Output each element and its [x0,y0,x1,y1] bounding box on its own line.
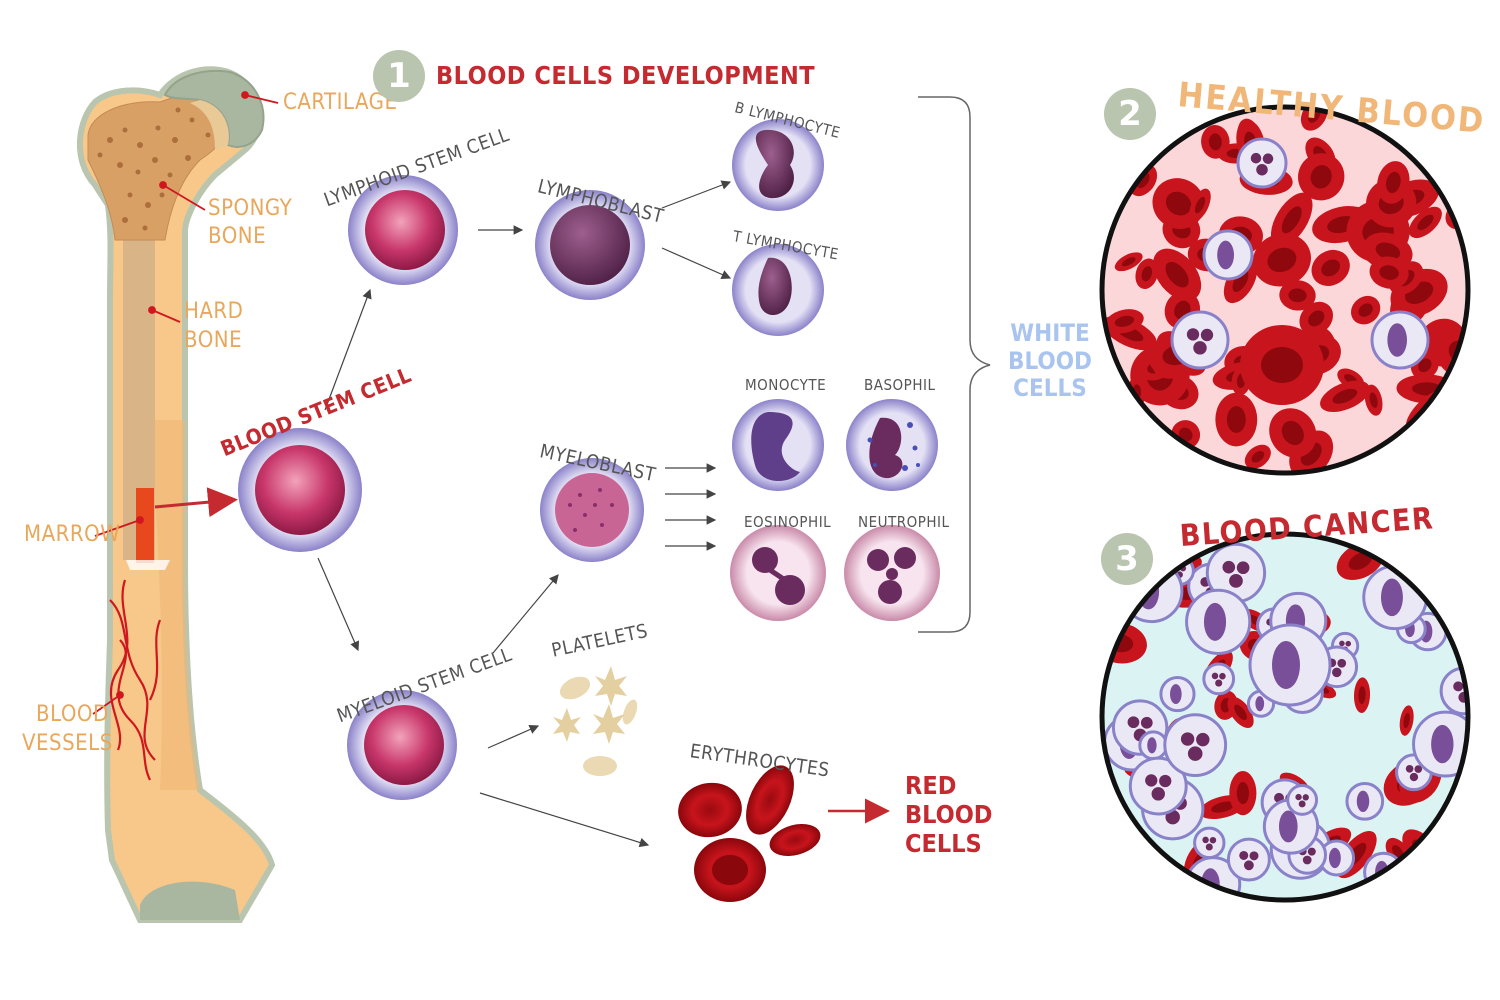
femur-bone [77,66,276,923]
cancer-white-cell [1286,784,1319,816]
cancer-white-cell [1138,730,1169,761]
healthy-red-cell [1135,258,1159,289]
label-spongy-bone-line2: BONE [208,224,267,249]
label-red-blood-cells-line1: RED [905,771,957,800]
healthy-red-cell [1350,295,1381,325]
healthy-red-cell [1240,325,1324,405]
label-basophil: BASOPHIL [864,376,936,394]
b-lymphocyte-cell [732,119,824,211]
cancer-white-cell [1226,837,1271,882]
cancer-white-cell [1345,781,1385,821]
healthy-white-cell [1370,310,1430,370]
healthy-red-cell [1299,301,1334,336]
neutrophil-cell [844,525,940,621]
cancer-white-cell [1159,675,1196,713]
label-hard-bone-line1: HARD [184,299,244,324]
basophil-cell [846,399,938,491]
healthy-white-cell [1170,310,1230,370]
healthy-red-cell [1279,280,1316,311]
healthy-red-cell [1153,248,1202,301]
healthy-red-cell [1311,249,1350,286]
healthy-red-cell [1369,256,1409,289]
cancer-red-cell [1227,696,1254,728]
healthy-red-cell [1364,384,1383,416]
healthy-red-cell [1270,192,1313,247]
white-cells-bracket [918,96,991,633]
healthy-red-cell [1201,125,1230,159]
healthy-white-cell [1202,229,1254,281]
label-white-blood-cells-line3: CELLS [1013,374,1087,403]
healthy-red-cell [1269,408,1317,458]
cancer-white-cell [1163,713,1228,778]
bone-label-pointers [92,91,279,715]
cancer-white-cell [1128,756,1188,816]
bottom-cartilage [140,881,240,920]
monocyte-cell [732,399,824,491]
label-white-blood-cells: WHITE BLOOD CELLS [1008,319,1092,403]
blood-stem-cell [238,428,362,552]
cancer-white-cell [1362,564,1428,631]
label-red-blood-cells: RED BLOOD CELLS [905,771,993,858]
development-arrows [317,180,732,848]
healthy-red-cell [1408,206,1442,239]
label-red-blood-cells-line2: BLOOD [905,799,993,829]
healthy-red-cell [1189,188,1211,222]
t-lymphocyte-cell [732,244,824,336]
healthy-blood-view [1099,104,1471,476]
healthy-red-cell [1377,161,1410,204]
cancer-white-cell [1193,826,1226,860]
label-blood-vessels-line2: VESSELS [22,731,113,756]
healthy-red-cell [1105,309,1144,334]
label-white-blood-cells-line2: BLOOD [1008,346,1092,375]
platelets-group [553,666,638,776]
blood-cancer-view [1099,531,1471,903]
erythrocytes-group [678,765,821,902]
healthy-red-cell [1320,380,1370,412]
healthy-red-cell [1252,233,1311,287]
cancer-white-cell [1248,623,1332,707]
healthy-red-cell [1298,153,1345,201]
label-hard-bone-line2: BONE [184,328,243,353]
label-white-blood-cells-line1: WHITE [1010,319,1090,347]
label-cartilage: CARTILAGE [283,90,398,115]
healthy-red-cell [1114,252,1143,272]
label-eosinophil: EOSINOPHIL [744,513,832,531]
cancer-red-cell [1229,770,1257,816]
eosinophil-cell [730,525,826,621]
marrow-to-stem-arrow [154,487,238,518]
marrow-tissue [136,488,154,563]
lymphoid-stem-cell [348,175,458,285]
cancer-white-cell [1318,839,1356,877]
healthy-red-cell [1244,444,1271,469]
cancer-white-cell [1185,588,1252,655]
cancer-white-cell [1202,662,1236,696]
label-neutrophil: NEUTROPHIL [858,513,950,531]
cartilage-cap [163,69,265,148]
cancer-red-cell [1353,677,1371,713]
label-red-blood-cells-line3: CELLS [905,828,982,858]
bone-shaft-shadow [150,420,200,790]
section-1-badge: 1 [373,50,425,102]
healthy-white-cell [1236,137,1288,189]
myeloblast-cell [540,458,644,562]
healthy-red-cell [1215,392,1258,447]
myeloid-stem-cell [347,690,457,800]
label-blood-vessels-line1: BLOOD [36,702,109,727]
section-3-badge: 3 [1101,533,1153,585]
section-2-badge: 2 [1104,88,1156,140]
label-spongy-bone-line1: SPONGY [208,196,293,221]
label-marrow: MARROW [24,522,121,547]
cancer-red-cell [1399,705,1414,736]
label-monocyte: MONOCYTE [745,376,827,394]
lymphoblast-cell [535,190,645,300]
blood-vessels-lines [109,579,162,781]
section-1-title: BLOOD CELLS DEVELOPMENT [436,61,816,90]
